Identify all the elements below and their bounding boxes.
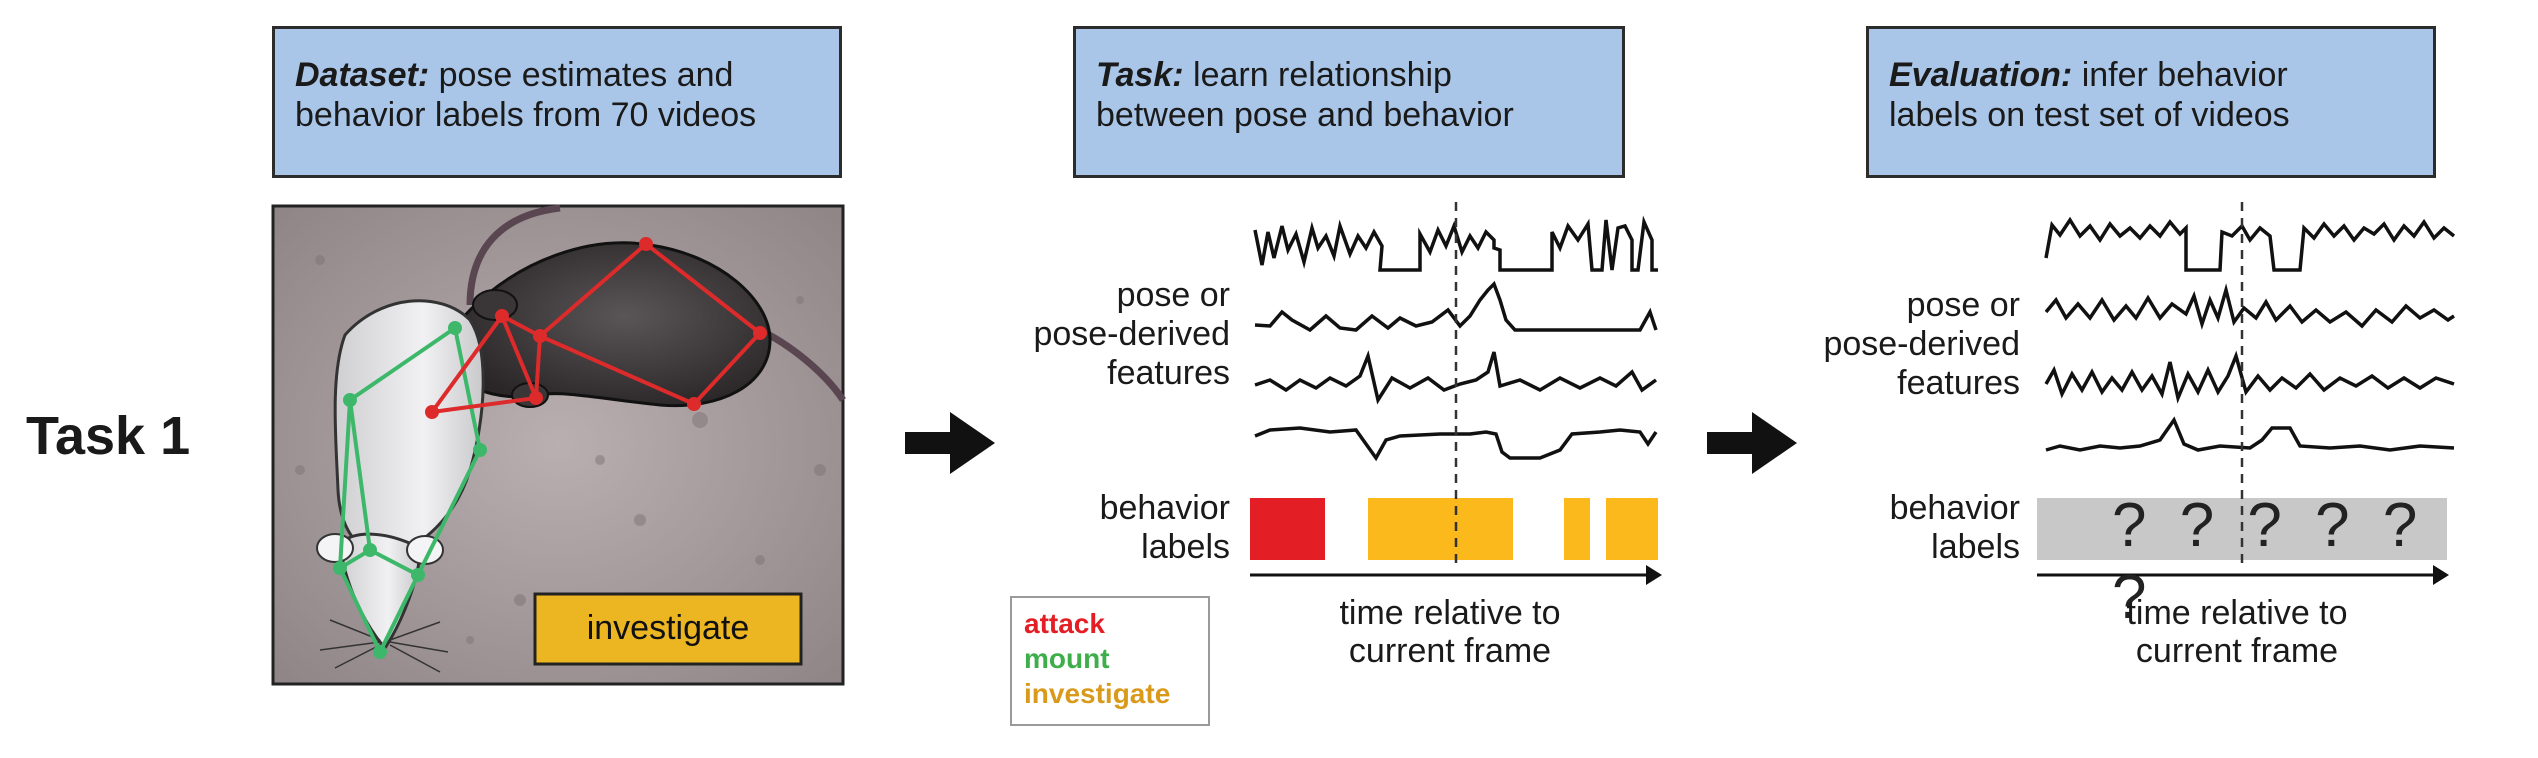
evaluation-time-axis xyxy=(2037,565,2449,585)
mouse-illustration xyxy=(271,204,846,686)
time-label-line2: current frame xyxy=(2135,632,2339,670)
legend: attack mount investigate xyxy=(1010,596,1210,726)
task-header: Task: learn relationship between pose an… xyxy=(1073,26,1625,178)
behavior-label-line2: labels xyxy=(1141,528,1230,566)
task-behavior-label: behavior labels xyxy=(1000,489,1230,567)
image-overlay-label: investigate xyxy=(586,609,750,647)
evaluation-behavior-label: behavior labels xyxy=(1790,489,2020,567)
evaluation-title: Evaluation: xyxy=(1889,56,2073,94)
time-label-line2: current frame xyxy=(1348,632,1552,670)
time-label-line1: time relative to xyxy=(2126,594,2348,632)
time-label-line1: time relative to xyxy=(1339,594,1561,632)
task-pose-traces xyxy=(1253,215,1658,462)
evaluation-feature-label: pose or pose-derived features xyxy=(1740,286,2020,403)
arrow-right-icon xyxy=(905,412,995,474)
arrow-right-icon xyxy=(1707,412,1797,474)
evaluation-time-label: time relative to current frame xyxy=(2037,594,2437,670)
evaluation-line2: labels on test set of videos xyxy=(1889,96,2290,134)
task-label: Task 1 xyxy=(26,406,191,466)
task-line2: between pose and behavior xyxy=(1096,96,1514,134)
feature-label-line1: pose or xyxy=(1116,276,1230,314)
evaluation-line1: infer behavior xyxy=(2072,56,2288,94)
legend-attack: attack xyxy=(1024,608,1105,639)
feature-label-line1: pose or xyxy=(1906,286,2020,324)
feature-label-line2: pose-derived xyxy=(1033,315,1230,353)
evaluation-header: Evaluation: infer behavior labels on tes… xyxy=(1866,26,2436,178)
behavior-label-line1: behavior xyxy=(1889,489,2020,527)
unknown-labels: ? ? ? ? ? ? xyxy=(2112,491,2426,632)
task-time-axis xyxy=(1250,565,1662,585)
task-time-label: time relative to current frame xyxy=(1250,594,1650,670)
legend-mount: mount xyxy=(1024,643,1110,674)
feature-label-line3: features xyxy=(1897,364,2020,402)
task-feature-label: pose or pose-derived features xyxy=(950,276,1230,393)
feature-label-line3: features xyxy=(1107,354,1230,392)
feature-label-line2: pose-derived xyxy=(1823,325,2020,363)
legend-investigate: investigate xyxy=(1024,678,1171,709)
behavior-label-line2: labels xyxy=(1931,528,2020,566)
behavior-label-line1: behavior xyxy=(1099,489,1230,527)
dataset-header: Dataset: pose estimates and behavior lab… xyxy=(272,26,842,178)
task-behavior-bars xyxy=(1250,498,1658,560)
evaluation-pose-traces xyxy=(2044,216,2456,452)
dataset-line1: pose estimates and xyxy=(429,56,734,94)
task-line1: learn relationship xyxy=(1183,56,1452,94)
task-title: Task: xyxy=(1096,56,1184,94)
dataset-title: Dataset: xyxy=(295,56,430,94)
dataset-line2: behavior labels from 70 videos xyxy=(295,96,757,134)
